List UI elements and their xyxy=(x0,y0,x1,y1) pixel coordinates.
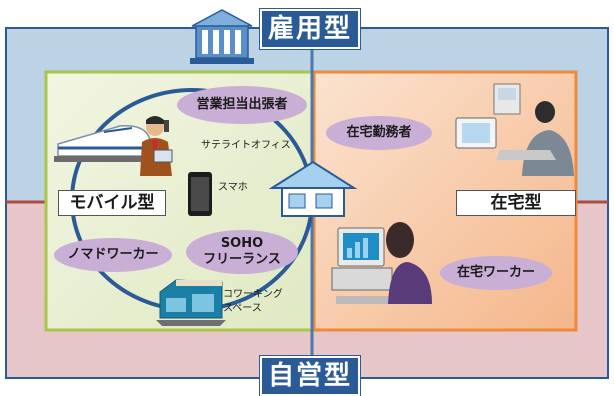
smartphone-caption: スマホ xyxy=(218,182,248,193)
home-type-label: 在宅型 xyxy=(456,190,576,216)
coworking-caption-line1: コワーキング xyxy=(223,289,283,300)
nomad-worker-oval: ノマドワーカー xyxy=(54,238,172,272)
building-icon xyxy=(190,9,254,64)
soho-freelance-oval: SOHO フリーランス xyxy=(186,230,298,274)
businessman-phone-icon xyxy=(140,116,173,176)
coworking-building-icon xyxy=(156,279,226,326)
smartphone-icon xyxy=(188,172,212,216)
coworking-caption-line2: スペース xyxy=(223,303,262,314)
freelance-label: フリーランス xyxy=(203,252,281,267)
employed-type-label: 雇用型 xyxy=(260,9,360,49)
house-icon xyxy=(268,160,358,217)
home-employee-computer-icon xyxy=(455,83,574,176)
satellite-office-caption: サテライトオフィス xyxy=(201,140,291,151)
home-worker-oval: 在宅ワーカー xyxy=(440,256,552,290)
home-employee-oval: 在宅勤務者 xyxy=(326,116,432,150)
self-employed-type-label: 自営型 xyxy=(260,356,360,396)
coworking-caption: コワーキング スペース xyxy=(223,288,283,316)
woman-computer-icon xyxy=(331,222,432,304)
soho-label: SOHO xyxy=(220,236,264,251)
sales-traveler-oval: 営業担当出張者 xyxy=(177,86,307,124)
mobile-type-label: モバイル型 xyxy=(58,190,166,216)
